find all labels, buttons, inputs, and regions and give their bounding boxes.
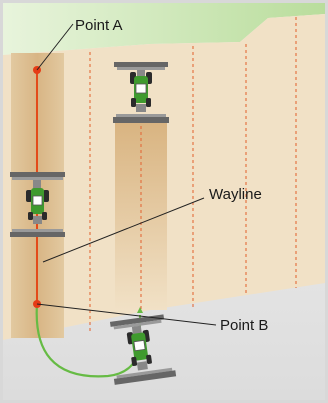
implement-icon — [114, 62, 168, 67]
wayline-leader — [42, 197, 205, 263]
point-a-label: Point A — [75, 17, 123, 34]
point-b-leader — [36, 303, 217, 326]
tractor-turning — [109, 314, 177, 385]
point-a-leader — [36, 23, 74, 71]
guidance-lines — [89, 17, 297, 332]
wayline-label: Wayline — [209, 186, 262, 203]
tractor-middle — [113, 62, 169, 123]
turn-arrow — [137, 307, 143, 313]
tractor-left — [10, 172, 65, 237]
implement-icon — [10, 172, 65, 177]
headland-area — [3, 3, 325, 55]
point-b-label: Point B — [220, 317, 268, 334]
